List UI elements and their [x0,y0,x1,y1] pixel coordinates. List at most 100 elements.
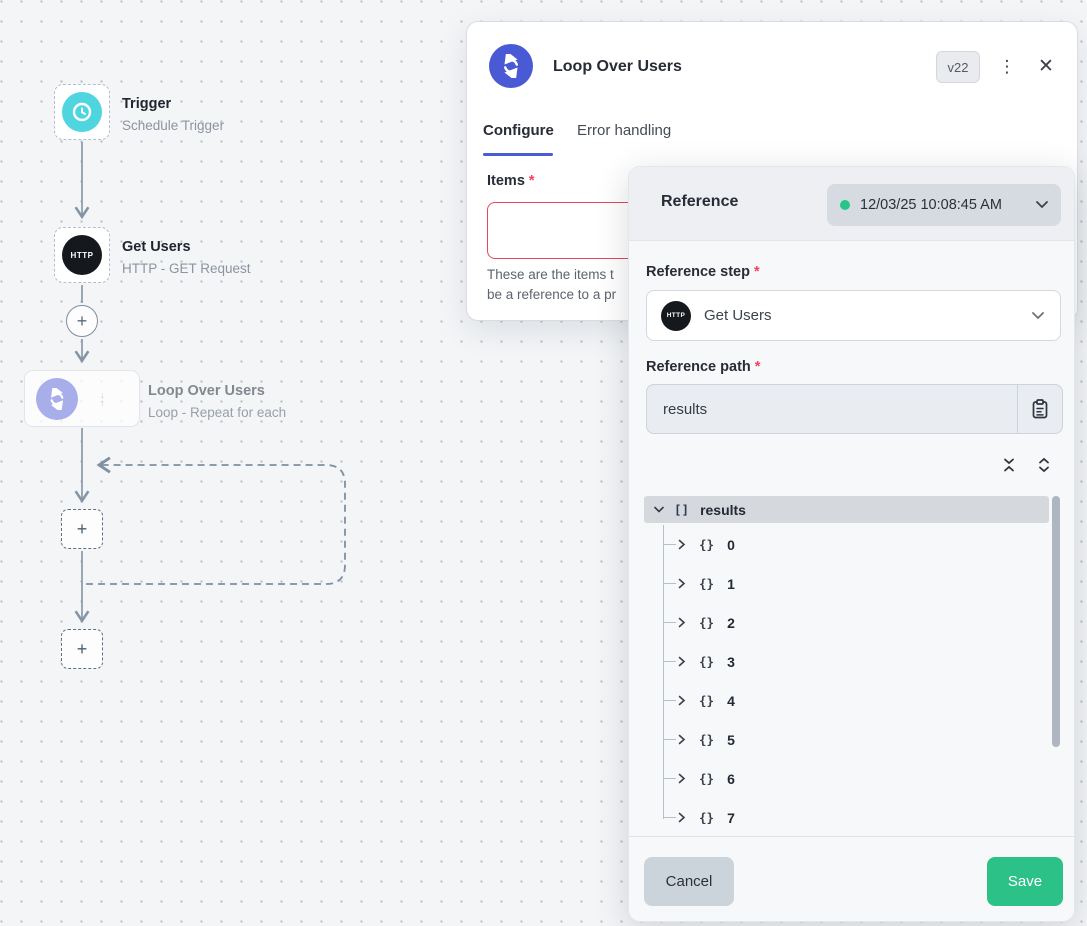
http-badge-icon: HTTP [62,235,102,275]
clock-icon [72,102,92,122]
expand-all-button[interactable] [1034,455,1054,475]
active-tab-underline [483,153,553,156]
loop-icon [504,54,518,78]
object-type-icon: {} [699,693,715,708]
tree-item-label: 5 [727,731,735,748]
tree-item[interactable]: {} 1 [644,564,1049,603]
save-button[interactable]: Save [987,857,1063,906]
chevron-right-icon [678,734,686,745]
object-type-icon: {} [699,732,715,747]
tree-item[interactable]: {} 6 [644,759,1049,798]
required-asterisk: * [754,264,760,280]
tree-scrollbar[interactable] [1052,496,1060,747]
tree-root-row[interactable]: [] results [644,496,1049,523]
dialog-title: Loop Over Users [553,58,682,75]
tab-error-handling[interactable]: Error handling [577,122,672,139]
reference-panel-header: Reference 12/03/25 10:08:45 AM [629,167,1074,241]
plus-icon: + [76,518,88,539]
chevron-right-icon [678,539,686,550]
kebab-menu-icon[interactable]: ⋮ [998,57,1016,76]
node-loop-subtitle: Loop - Repeat for each [148,405,287,420]
http-badge-label: HTTP [70,250,94,260]
tree-item[interactable]: {} 3 [644,642,1049,681]
tree-item[interactable]: {} 5 [644,720,1049,759]
chevron-right-icon [678,617,686,628]
object-type-icon: {} [699,771,715,786]
tree-item-label: 2 [727,614,735,631]
collapse-all-icon [1004,458,1014,472]
chevron-right-icon [678,656,686,667]
node-loop-title: Loop Over Users [148,383,265,399]
plus-icon: + [76,310,88,331]
chevron-down-icon [1036,201,1048,209]
expand-all-icon [1039,457,1049,473]
items-helper-text: These are the items t be a reference to … [487,267,617,302]
tree-item[interactable]: {} 0 [644,525,1049,564]
reference-path-label: Reference path * [646,359,761,375]
node-trigger[interactable] [54,84,110,140]
reference-tree: [] results {} 0 {} 1 [644,496,1049,834]
reference-step-label: Reference step * [646,264,760,280]
tree-children: {} 0 {} 1 {} 2 [644,525,1049,834]
reference-path-input[interactable]: results [646,384,1063,434]
add-step-button[interactable]: + [66,305,98,337]
loop-icon [50,387,64,410]
node-get-users-subtitle: HTTP - GET Request [122,261,251,276]
tree-item-label: 1 [727,575,735,592]
tree-connector-line [663,525,664,819]
array-type-icon: [] [674,502,690,517]
tree-item[interactable]: {} 7 [644,798,1049,834]
required-asterisk: * [528,173,535,189]
tree-root-key: results [700,501,746,518]
reference-panel-title: Reference [661,193,739,210]
node-get-users[interactable]: HTTP [54,227,110,283]
close-icon[interactable]: ✕ [1038,55,1054,77]
object-type-icon: {} [699,537,715,552]
reference-path-value: results [663,400,708,418]
object-type-icon: {} [699,576,715,591]
tree-item-label: 7 [727,809,735,826]
run-selector[interactable]: 12/03/25 10:08:45 AM [827,184,1061,226]
cancel-button[interactable]: Cancel [644,857,734,906]
chevron-down-icon [1032,311,1044,319]
node-loop-over-users[interactable]: ↓↑ [24,370,140,427]
tree-item-label: 6 [727,770,735,787]
reference-step-select[interactable]: HTTP Get Users [646,290,1061,341]
run-timestamp: 12/03/25 10:08:45 AM [860,197,1002,213]
version-badge[interactable]: v22 [936,51,980,83]
tree-item[interactable]: {} 4 [644,681,1049,720]
http-badge-icon: HTTP [661,300,691,331]
tree-item[interactable]: {} 2 [644,603,1049,642]
clipboard-icon [1032,399,1048,419]
reference-panel: Reference 12/03/25 10:08:45 AM Reference… [628,166,1075,922]
chevron-right-icon [678,773,686,784]
chevron-right-icon [678,578,686,589]
tab-configure[interactable]: Configure [483,122,554,139]
chevron-right-icon [678,812,686,823]
node-trigger-subtitle: Schedule Trigger [122,118,225,133]
add-step-in-loop-button[interactable]: + [61,509,103,549]
tree-item-label: 0 [727,536,735,553]
tree-item-label: 4 [727,692,735,709]
object-type-icon: {} [699,810,715,825]
chevron-down-icon [654,506,664,513]
required-asterisk: * [754,359,761,375]
chevron-right-icon [678,695,686,706]
loop-icon-canvas [36,377,78,420]
object-type-icon: {} [699,615,715,630]
copy-path-button[interactable] [1017,385,1062,433]
run-status-dot [840,200,850,210]
node-get-users-title: Get Users [122,239,191,255]
loop-icon-modal [489,44,533,88]
object-type-icon: {} [699,654,715,669]
collapse-all-button[interactable] [999,455,1019,475]
add-step-after-loop-button[interactable]: + [61,629,103,669]
footer-divider [629,836,1074,837]
tree-item-label: 3 [727,653,735,670]
reference-step-value: Get Users [704,307,772,324]
schedule-trigger-icon [62,92,102,132]
plus-icon: + [76,638,88,659]
node-trigger-title: Trigger [122,96,172,112]
items-field-label: Items * [487,173,535,189]
reorder-icon: ↓↑ [100,389,105,408]
